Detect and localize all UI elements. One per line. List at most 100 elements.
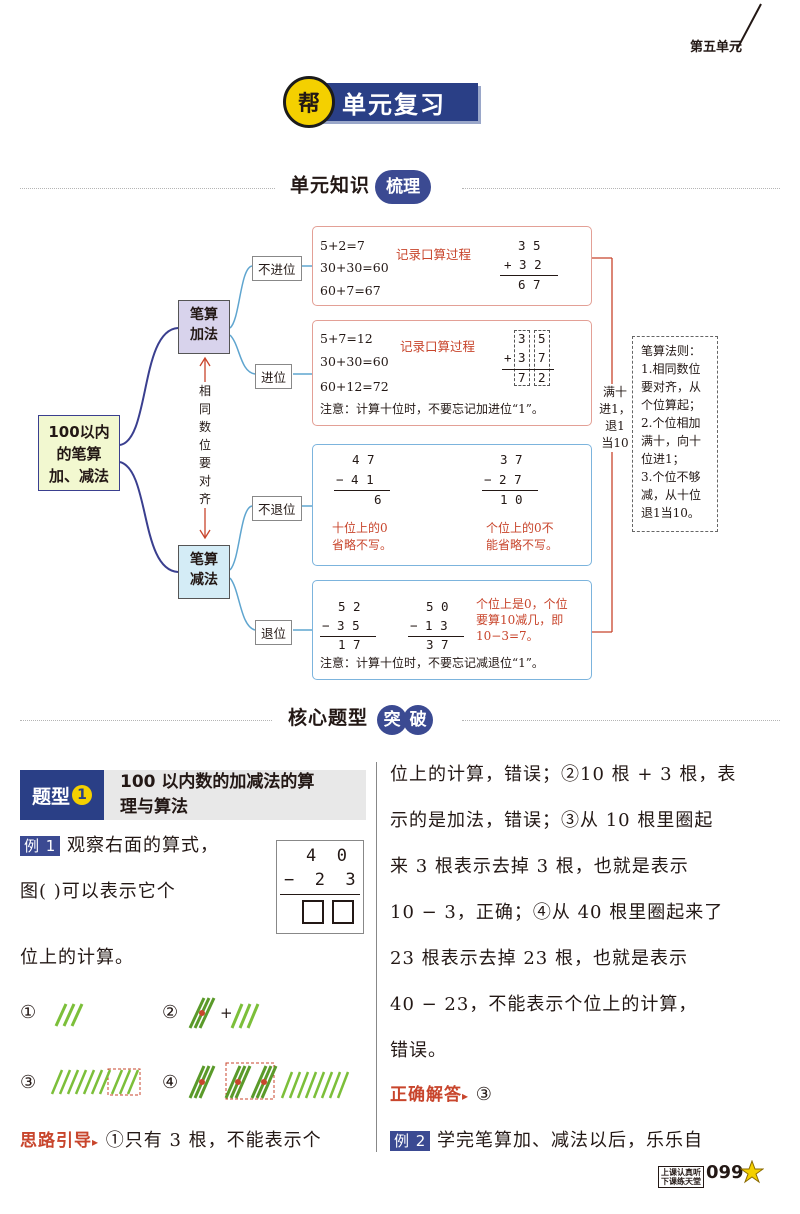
banner-badge: 帮 xyxy=(283,76,335,128)
box2-mid-ones: 7 xyxy=(538,350,546,365)
answer-label: 正确解答 xyxy=(390,1085,462,1105)
divider-left xyxy=(20,188,275,189)
box2-line2: 30+30=60 xyxy=(320,354,389,369)
star-mascot-icon xyxy=(740,1160,764,1184)
box-add-no-carry xyxy=(312,226,592,306)
box4-b-note: 个位上是0，个位 要算10减几，即 10−3=7。 xyxy=(476,597,568,643)
section-knowledge-title: 单元知识 梳理 xyxy=(290,170,432,204)
box-sub-no-borrow xyxy=(312,444,592,566)
answer-box-ones xyxy=(332,900,354,924)
banner-title: 单元复习 xyxy=(320,83,478,121)
tag-no-borrow: 不退位 xyxy=(252,496,302,521)
box4-b-top: 5 0 xyxy=(426,599,449,614)
box3-b-res: 1 0 xyxy=(500,492,523,507)
divider2-right xyxy=(462,720,780,721)
box2-mid-tens: 3 xyxy=(518,350,526,365)
box1-line2: 30+30=60 xyxy=(320,260,389,275)
question-type-badge: 题型 1 xyxy=(20,770,104,820)
option-3-sticks-icon xyxy=(50,1068,141,1096)
page-number: 099 xyxy=(706,1162,744,1183)
box1-rule xyxy=(500,275,558,276)
option-2-sticks-icon xyxy=(188,997,260,1029)
option-4-label: ④ xyxy=(162,1072,180,1093)
question-type-title: 100 以内数的加减法的算 理与算法 xyxy=(104,770,366,820)
box3-a-rule xyxy=(334,490,390,491)
box4-b-mid: − 1 3 xyxy=(410,618,448,633)
align-note: 相同数位要对齐 xyxy=(197,382,213,508)
answer-value: ③ xyxy=(475,1084,493,1105)
box3-b-note: 个位上的0不 能省略不写。 xyxy=(486,521,559,552)
example2-tag: 例 2 xyxy=(390,1131,431,1151)
example1-line1: 例 1 观察右面的算式， xyxy=(20,834,219,858)
tag-carry: 进位 xyxy=(255,364,293,389)
box1-top: 3 5 xyxy=(518,238,541,253)
box1-arrow-label: 记录口算过程 xyxy=(396,247,472,262)
box4-a-rule xyxy=(320,636,376,637)
calc-rule xyxy=(280,894,360,895)
box3-a-mid: − 4 1 xyxy=(336,472,374,487)
sub-node: 笔算 减法 xyxy=(178,545,230,599)
box2-rule xyxy=(502,369,554,370)
section-core-title: 核心题型 突破 xyxy=(288,703,434,735)
right-column-text: 位上的计算，错误；②10 根 + 3 根，表 示的是加法，错误；③从 10 根里… xyxy=(390,764,737,1061)
option-2-label: ② xyxy=(162,1002,180,1023)
box3-a-note: 十位上的0 省略不写。 xyxy=(332,521,393,552)
box4-b-res: 3 7 xyxy=(426,637,449,652)
unit-header: 第五单元 xyxy=(689,40,742,55)
example1-tag: 例 1 xyxy=(20,836,61,856)
box1-line1: 5+2=7 xyxy=(320,238,365,253)
option-3-label: ③ xyxy=(20,1072,38,1093)
box2-res-tens: 7 xyxy=(518,370,526,385)
box2-line1: 5+7=12 xyxy=(320,331,373,346)
box2-top-ones: 5 xyxy=(538,331,546,346)
section-bubble: 梳理 xyxy=(375,170,432,204)
box1-line3: 60+7=67 xyxy=(320,283,381,298)
box4-b-rule xyxy=(408,636,464,637)
tag-no-carry: 不进位 xyxy=(252,256,302,281)
add-node: 笔算 加法 xyxy=(178,300,230,354)
box2-note: 注意：计算十位时，不要忘记加进位“1”。 xyxy=(320,402,544,416)
option-4-sticks-icon xyxy=(188,1062,350,1100)
carry-rule: 满十 进1， 退1 当10 xyxy=(598,384,632,452)
box2-tens-column xyxy=(514,330,530,386)
column-divider xyxy=(376,762,377,1152)
box-add-carry xyxy=(312,320,592,426)
hint-arrow-icon: ▸ xyxy=(92,1135,100,1149)
example1-line3: 位上的计算。 xyxy=(20,947,134,968)
option-1-sticks-icon xyxy=(54,1003,84,1027)
root-node: 100以内 的笔算 加、减法 xyxy=(38,415,120,491)
rules-box: 笔算法则： 1.相同数位 要对齐，从 个位算起； 2.个位相加 满十，向十 位进… xyxy=(632,336,718,532)
option-1-label: ① xyxy=(20,1002,38,1023)
calc-mid: − 2 3 xyxy=(284,870,356,890)
answer-box-tens xyxy=(302,900,324,924)
box1-mid: + 3 2 xyxy=(504,257,542,272)
box2-arrow-label: 记录口算过程 xyxy=(400,339,476,354)
box1-result: 6 7 xyxy=(518,277,541,292)
box2-top-tens: 3 xyxy=(518,331,526,346)
divider-right xyxy=(462,188,780,189)
answer-arrow-icon: ▸ xyxy=(462,1089,470,1103)
box4-a-mid: − 3 5 xyxy=(322,618,360,633)
box4-a-top: 5 2 xyxy=(338,599,361,614)
example1-vertical-calc xyxy=(276,840,364,934)
calc-top: 4 0 xyxy=(306,846,347,866)
option-2-plus: + xyxy=(220,1004,233,1022)
footer-slogan: 上课认真听 下课练天堂 xyxy=(658,1166,704,1188)
example2-line: 例 2 学完笔算加、减法以后，乐乐自 xyxy=(390,1126,703,1156)
box4-a-res: 1 7 xyxy=(338,637,361,652)
box3-b-top: 3 7 xyxy=(500,452,523,467)
divider2-left xyxy=(20,720,272,721)
box3-b-mid: − 2 7 xyxy=(484,472,522,487)
box3-a-res: 6 xyxy=(374,492,382,507)
tag-borrow: 退位 xyxy=(255,620,293,645)
box3-a-top: 4 7 xyxy=(352,452,375,467)
box2-res-ones: 2 xyxy=(538,370,546,385)
box2-line3: 60+12=72 xyxy=(320,379,389,394)
box4-note: 注意：计算十位时，不要忘记减退位“1”。 xyxy=(320,656,544,670)
example1-line2: 图( )可以表示它个 xyxy=(20,881,176,902)
hint-label: 思路引导 xyxy=(20,1131,92,1151)
box2-ones-column xyxy=(534,330,550,386)
box3-b-rule xyxy=(482,490,538,491)
hint-line: 思路引导▸ ①只有 3 根，不能表示个 xyxy=(20,1130,322,1151)
box-sub-borrow xyxy=(312,580,592,680)
